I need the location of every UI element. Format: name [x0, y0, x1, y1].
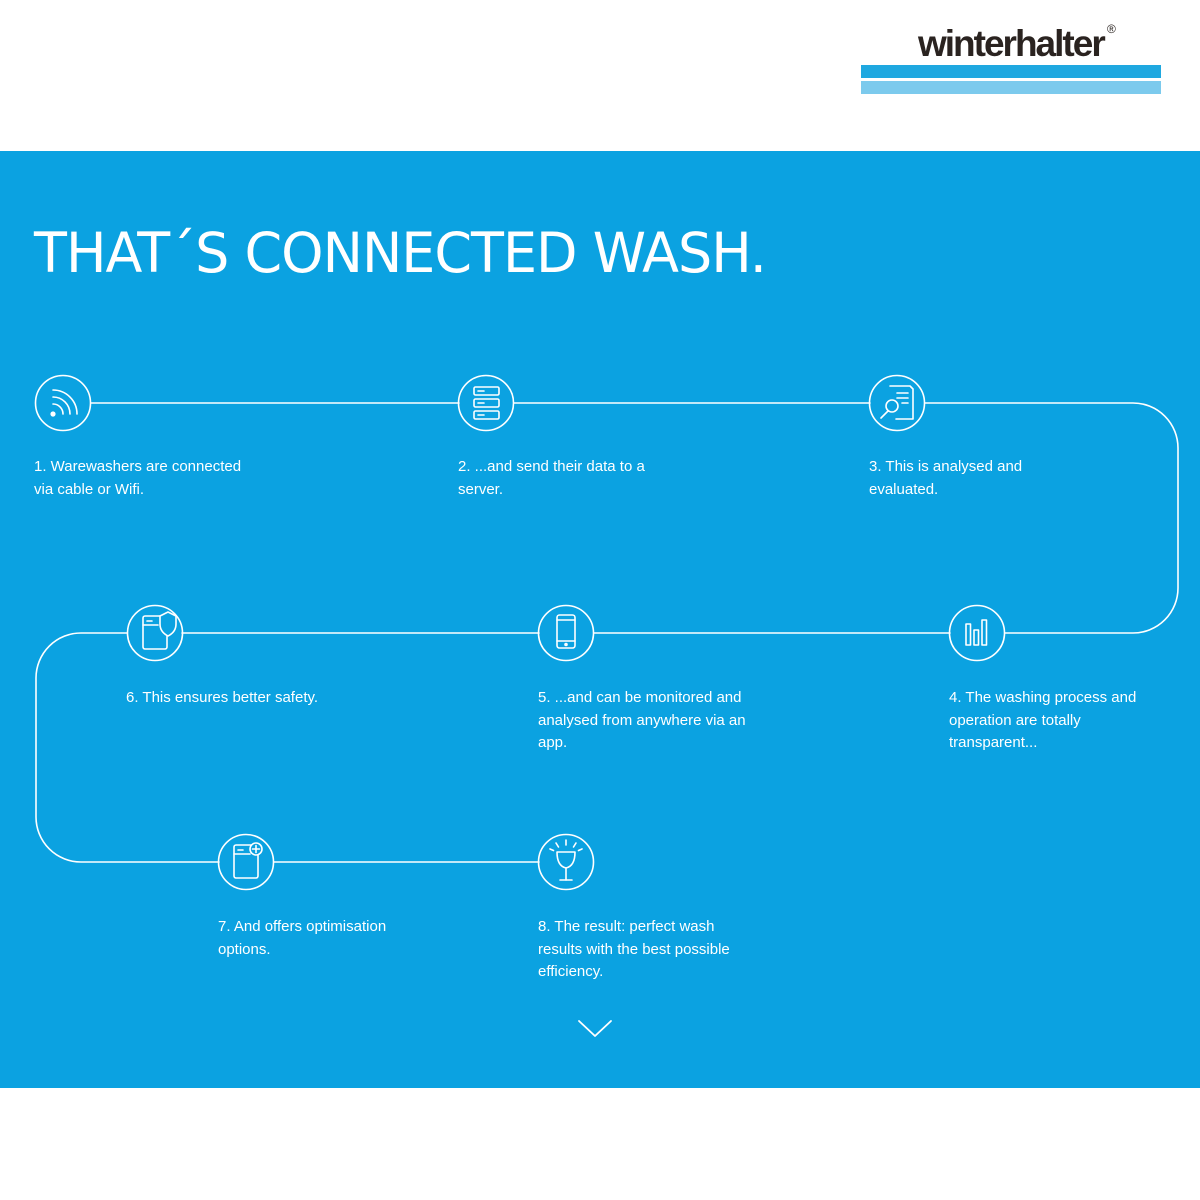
bar-chart-icon	[948, 604, 1006, 662]
step-7-text: 7. And offers optimisation options.	[218, 918, 387, 958]
document-search-icon	[868, 374, 926, 432]
flow-connector-line	[35, 402, 1179, 863]
logo-bar-dark	[861, 65, 1161, 78]
winterhalter-logo[interactable]: winterhalter ®	[861, 22, 1161, 94]
step-1-text: 1. Warewashers are connected via cable o…	[34, 458, 242, 498]
wifi-icon	[34, 374, 92, 432]
step-4-text: 4. The washing process and operation are…	[949, 689, 1137, 751]
server-icon	[457, 374, 515, 432]
step-5-text: 5. ...and can be monitored and analysed …	[538, 689, 746, 751]
step-8-text: 8. The result: perfect wash results with…	[538, 918, 730, 980]
logo-bar-light	[861, 81, 1161, 94]
logo-registered-mark: ®	[1107, 22, 1116, 36]
connected-wash-panel	[0, 151, 1200, 1088]
panel-headline: THAT´S CONNECTED WASH.	[34, 221, 767, 285]
smartphone-icon	[537, 604, 595, 662]
chevron-down-icon[interactable]	[577, 1017, 613, 1039]
logo-wordmark: winterhalter	[918, 23, 1106, 64]
step-3-text: 3. This is analysed and evaluated.	[869, 458, 1023, 498]
step-2-text: 2. ...and send their data to a server.	[458, 458, 645, 498]
dishwasher-plus-icon	[217, 833, 275, 891]
sparkling-glass-icon	[537, 833, 595, 891]
step-6-text: 6. This ensures better safety.	[126, 689, 319, 706]
dishwasher-shield-icon	[126, 604, 184, 662]
